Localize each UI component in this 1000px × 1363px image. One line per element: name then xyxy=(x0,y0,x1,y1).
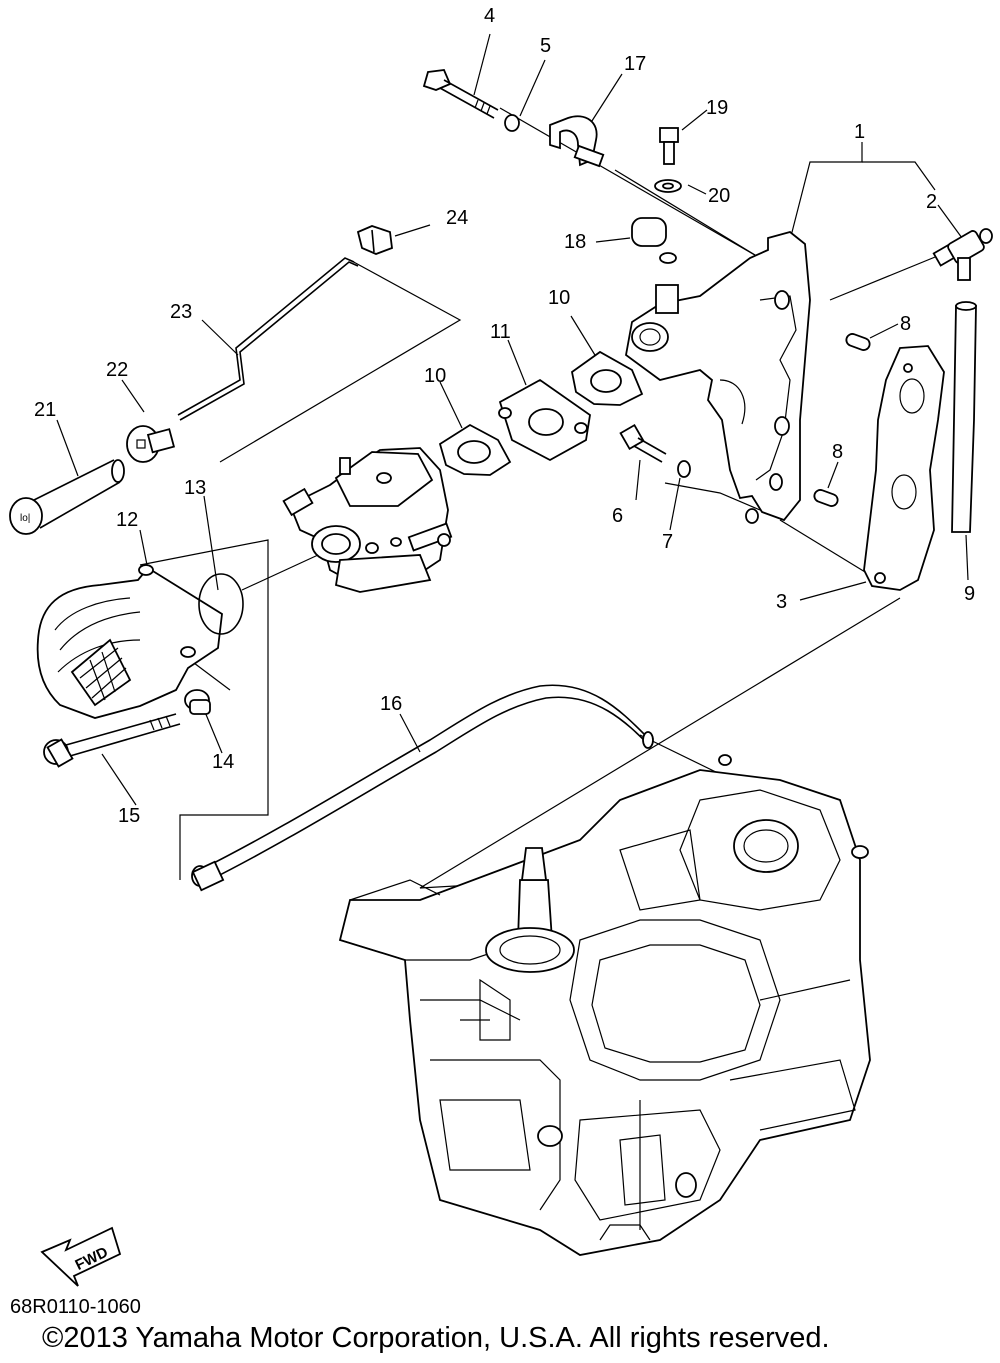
label-part-13: 13 xyxy=(184,477,206,499)
label-part-11: 11 xyxy=(490,321,511,343)
diagram-code: 68R0110-1060 xyxy=(10,1296,141,1318)
washer-7 xyxy=(677,460,691,478)
o-ring-13 xyxy=(198,573,244,635)
label-part-22: 22 xyxy=(106,359,128,381)
pin-8-lower xyxy=(813,489,839,507)
gasket-3 xyxy=(863,345,945,591)
bolt-6 xyxy=(619,423,667,463)
shaft-21: lo| xyxy=(9,459,125,535)
gasket-10-left xyxy=(438,423,512,476)
label-part-10-left: 10 xyxy=(424,365,446,387)
insulator-11 xyxy=(498,378,591,462)
label-part-14: 14 xyxy=(212,751,234,773)
clip-24 xyxy=(356,225,393,255)
label-part-9: 9 xyxy=(964,583,975,605)
intake-manifold-1 xyxy=(625,231,811,524)
svg-text:lo|: lo| xyxy=(20,513,30,524)
fwd-arrow: FWD xyxy=(40,1226,122,1287)
label-part-6: 6 xyxy=(612,505,623,527)
bolt-4 xyxy=(422,69,499,119)
collar-22 xyxy=(126,425,176,463)
grommet-18 xyxy=(631,217,677,264)
copyright-notice: ©2013 Yamaha Motor Corporation, U.S.A. A… xyxy=(42,1322,830,1354)
label-part-4: 4 xyxy=(484,5,495,27)
label-part-17: 17 xyxy=(624,53,646,75)
label-part-8-lower: 8 xyxy=(832,441,843,463)
label-part-19: 19 xyxy=(706,97,728,119)
label-part-21: 21 xyxy=(34,399,56,421)
label-part-3: 3 xyxy=(776,591,787,613)
leader-lines xyxy=(56,33,969,806)
screw-19 xyxy=(659,127,679,165)
label-part-8-upper: 8 xyxy=(900,313,911,335)
part-labels: 4 5 17 19 1 20 2 24 18 10 23 8 11 22 10 … xyxy=(34,5,975,827)
label-part-10-right: 10 xyxy=(548,287,570,309)
rod-23 xyxy=(177,257,355,416)
label-part-20: 20 xyxy=(708,185,730,207)
collar-14 xyxy=(184,689,211,715)
hose-9 xyxy=(951,301,977,533)
engine-block xyxy=(338,754,871,1256)
silencer-12 xyxy=(36,564,223,719)
washer-5 xyxy=(504,114,520,132)
label-part-18: 18 xyxy=(564,231,586,253)
label-part-15: 15 xyxy=(118,805,140,827)
gasket-10-right xyxy=(571,350,644,406)
fitting-2 xyxy=(932,228,993,281)
hose-16 xyxy=(191,684,654,892)
label-part-16: 16 xyxy=(380,693,402,715)
label-part-5: 5 xyxy=(540,35,551,57)
bolt-15 xyxy=(43,713,181,768)
label-part-7: 7 xyxy=(662,531,673,553)
label-part-12: 12 xyxy=(116,509,138,531)
label-part-23: 23 xyxy=(170,301,192,323)
pin-8-upper xyxy=(845,333,871,351)
label-part-2: 2 xyxy=(926,191,937,213)
carburetor xyxy=(282,447,453,593)
label-part-24: 24 xyxy=(446,207,468,229)
clamp-17 xyxy=(549,115,605,168)
label-part-1: 1 xyxy=(854,121,865,143)
